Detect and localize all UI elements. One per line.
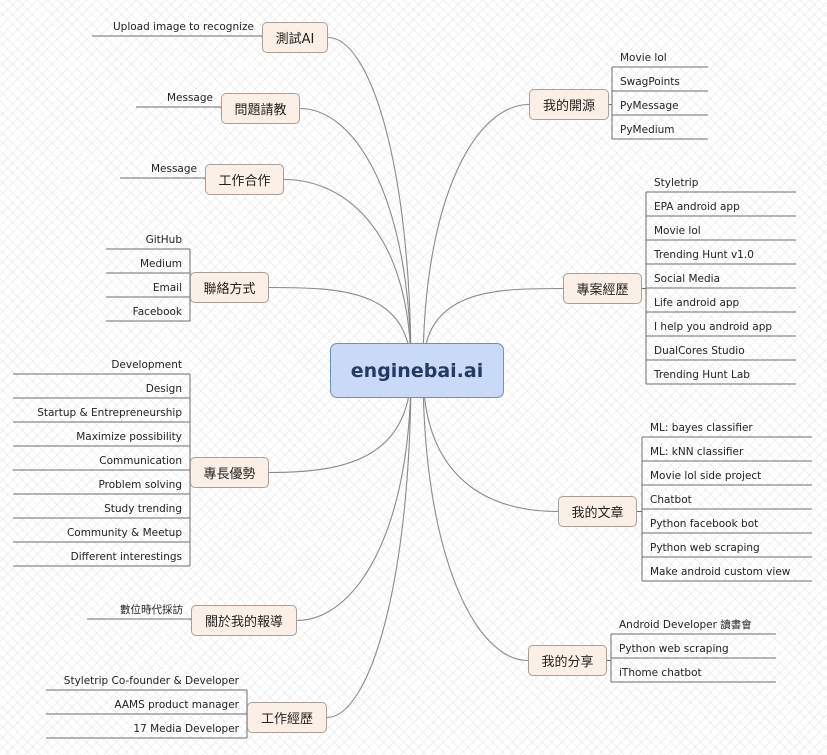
branch-node-11[interactable]: 我的分享 bbox=[528, 645, 607, 676]
leaf-make-android-custom-view[interactable]: Make android custom view bbox=[650, 566, 791, 578]
leaf-social-media[interactable]: Social Media bbox=[654, 273, 721, 285]
leaf-trending-hunt-lab[interactable]: Trending Hunt Lab bbox=[654, 369, 750, 381]
leaf-python-facebook-bot[interactable]: Python facebook bot bbox=[650, 518, 759, 530]
branch-node-4[interactable]: 聯絡方式 bbox=[190, 272, 269, 303]
leaf-study-trending[interactable]: Study trending bbox=[104, 503, 182, 515]
leaf-communication[interactable]: Communication bbox=[99, 455, 182, 467]
leaf-styletrip-co-founder-developer[interactable]: Styletrip Co-founder & Developer bbox=[63, 675, 239, 687]
connector-root-to-branch-8 bbox=[422, 103, 530, 371]
leaf-movie-lol[interactable]: Movie lol bbox=[620, 52, 667, 64]
leaf-medium[interactable]: Medium bbox=[140, 258, 182, 270]
connector-root-to-branch-10 bbox=[422, 369, 559, 513]
leaf-styletrip[interactable]: Styletrip bbox=[654, 177, 699, 189]
branch-node-7[interactable]: 工作經歷 bbox=[247, 702, 327, 733]
leaf-upload-image-to-recognize[interactable]: Upload image to recognize bbox=[112, 21, 254, 33]
leaf-movie-lol[interactable]: Movie lol bbox=[654, 225, 701, 237]
branch-node-3[interactable]: 工作合作 bbox=[205, 164, 284, 195]
leaf-python-web-scraping[interactable]: Python web scraping bbox=[650, 542, 760, 554]
leaf-item-0[interactable]: 數位時代採訪 bbox=[120, 604, 183, 616]
root-node[interactable]: enginebai.ai bbox=[330, 343, 504, 398]
branch-node-8[interactable]: 我的開源 bbox=[529, 89, 609, 120]
leaf-email[interactable]: Email bbox=[152, 282, 182, 294]
leaf-ithome-chatbot[interactable]: iThome chatbot bbox=[619, 667, 702, 679]
leaf-chatbot[interactable]: Chatbot bbox=[650, 494, 692, 506]
leaf-github[interactable]: GitHub bbox=[145, 234, 182, 246]
leaf-facebook[interactable]: Facebook bbox=[132, 306, 182, 318]
leaf-ml-knn-classifier[interactable]: ML: kNN classifier bbox=[650, 446, 744, 458]
leaf-message[interactable]: Message bbox=[150, 163, 197, 175]
connector-root-to-branch-2 bbox=[299, 107, 412, 371]
connector-root-to-branch-5 bbox=[268, 369, 412, 474]
connector-root-to-branch-1 bbox=[327, 36, 412, 371]
leaf-startup-entrepreneurship[interactable]: Startup & Entrepreneurship bbox=[37, 407, 182, 419]
leaf-aams-product-manager[interactable]: AAMS product manager bbox=[114, 699, 239, 711]
leaf-swagpoints[interactable]: SwagPoints bbox=[620, 76, 680, 88]
leaf-different-interestings[interactable]: Different interestings bbox=[70, 551, 182, 563]
leaf-development[interactable]: Development bbox=[111, 359, 182, 371]
leaf-pymessage[interactable]: PyMessage bbox=[620, 100, 679, 112]
branch-node-5[interactable]: 專長優勢 bbox=[190, 457, 269, 488]
connector-root-to-branch-3 bbox=[283, 178, 412, 371]
branch-node-6[interactable]: 關於我的報導 bbox=[191, 605, 297, 636]
leaf-epa-android-app[interactable]: EPA android app bbox=[654, 201, 740, 213]
connector-root-to-branch-7 bbox=[326, 369, 412, 719]
leaf-ml-bayes-classifier[interactable]: ML: bayes classifier bbox=[650, 422, 753, 434]
connector-root-to-branch-6 bbox=[296, 369, 412, 622]
branch-node-10[interactable]: 我的文章 bbox=[558, 496, 637, 527]
leaf-maximize-possibility[interactable]: Maximize possibility bbox=[76, 431, 182, 443]
leaf-movie-lol-side-project[interactable]: Movie lol side project bbox=[650, 470, 762, 482]
leaf-python-web-scraping[interactable]: Python web scraping bbox=[619, 643, 729, 655]
leaf-android-developer[interactable]: Android Developer 讀書會 bbox=[619, 619, 752, 631]
connector-root-to-branch-11 bbox=[422, 369, 529, 662]
leaf-pymedium[interactable]: PyMedium bbox=[620, 124, 675, 136]
leaf-17-media-developer[interactable]: 17 Media Developer bbox=[133, 723, 239, 735]
leaf-message[interactable]: Message bbox=[166, 92, 213, 104]
leaf-design[interactable]: Design bbox=[145, 383, 182, 395]
branch-node-2[interactable]: 問題請教 bbox=[221, 93, 300, 124]
leaf-trending-hunt-v1-0[interactable]: Trending Hunt v1.0 bbox=[654, 249, 754, 261]
leaf-life-android-app[interactable]: Life android app bbox=[654, 297, 740, 309]
branch-node-9[interactable]: 專案經歷 bbox=[563, 273, 642, 304]
leaf-problem-solving[interactable]: Problem solving bbox=[98, 479, 182, 491]
leaf-i-help-you-android-app[interactable]: I help you android app bbox=[654, 321, 773, 333]
leaf-community-meetup[interactable]: Community & Meetup bbox=[66, 527, 182, 539]
leaf-dualcores-studio[interactable]: DualCores Studio bbox=[654, 345, 745, 357]
branch-node-1[interactable]: 測試AI bbox=[262, 22, 328, 53]
